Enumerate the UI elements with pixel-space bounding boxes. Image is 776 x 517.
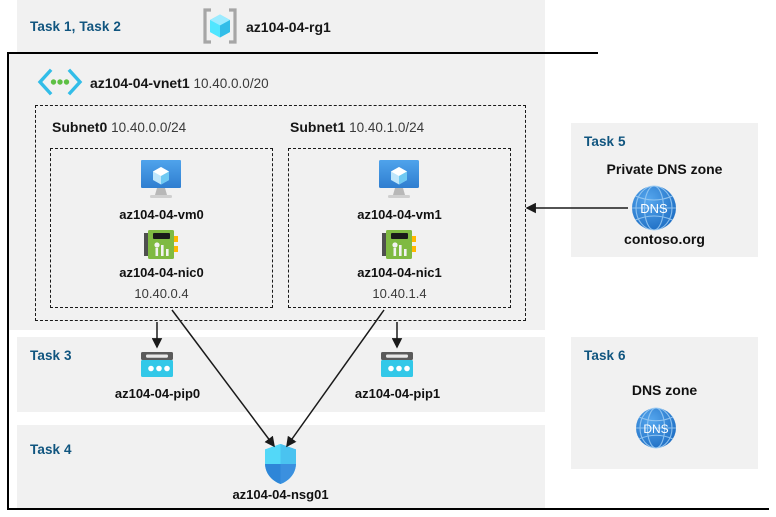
subnet0-header: Subnet0 10.40.0.0/24 bbox=[52, 119, 186, 137]
public-ip-address-icon bbox=[139, 350, 175, 380]
network-interface-icon bbox=[142, 228, 180, 261]
outer-frame-bottom bbox=[7, 508, 769, 510]
dns-zone-icon: DNS bbox=[629, 183, 679, 233]
resource-group-name: az104-04-rg1 bbox=[246, 19, 331, 35]
vnet-address-space: 10.40.0.0/20 bbox=[193, 76, 269, 91]
task-label-6: Task 6 bbox=[584, 348, 626, 363]
outer-frame-left bbox=[7, 52, 9, 509]
subnet1-box bbox=[288, 148, 511, 308]
private-dns-name: contoso.org bbox=[624, 231, 705, 247]
virtual-machine-icon bbox=[138, 158, 184, 200]
public-dns-panel bbox=[571, 337, 758, 469]
virtual-machine-icon bbox=[376, 158, 422, 200]
vnet-name: az104-04-vnet1 bbox=[90, 75, 194, 91]
task-label-4: Task 4 bbox=[30, 442, 72, 457]
private-dns-heading: Private DNS zone bbox=[606, 161, 723, 177]
task-label-3: Task 3 bbox=[30, 348, 72, 363]
subnet1-cidr: 10.40.1.0/24 bbox=[349, 120, 425, 135]
nic0-ip: 10.40.0.4 bbox=[134, 286, 189, 301]
resource-group-icon bbox=[200, 6, 240, 46]
nic0-label: az104-04-nic0 bbox=[119, 265, 204, 280]
pip1-label: az104-04-pip1 bbox=[354, 386, 441, 401]
task-label-5: Task 5 bbox=[584, 134, 626, 149]
dns-icon-text: DNS bbox=[643, 422, 668, 436]
nic1-ip: 10.40.1.4 bbox=[372, 286, 427, 301]
dns-icon-text: DNS bbox=[640, 201, 668, 216]
subnet0-cidr: 10.40.0.0/24 bbox=[111, 120, 187, 135]
network-interface-icon bbox=[380, 228, 418, 261]
public-dns-heading: DNS zone bbox=[631, 382, 698, 398]
virtual-network-icon bbox=[36, 68, 84, 96]
subnet0-name: Subnet0 bbox=[52, 119, 112, 135]
network-security-group-icon bbox=[263, 443, 298, 485]
pip0-label: az104-04-pip0 bbox=[114, 386, 201, 401]
public-ip-panel bbox=[17, 337, 545, 412]
subnet1-header: Subnet1 10.40.1.0/24 bbox=[290, 119, 424, 137]
resource-group-header-panel bbox=[17, 0, 545, 52]
nsg-label: az104-04-nsg01 bbox=[232, 487, 329, 502]
vm0-label: az104-04-vm0 bbox=[119, 207, 204, 222]
vnet-panel bbox=[9, 54, 545, 330]
subnet0-box bbox=[50, 148, 273, 308]
public-ip-address-icon bbox=[379, 350, 415, 380]
vm1-label: az104-04-vm1 bbox=[357, 207, 442, 222]
nic1-label: az104-04-nic1 bbox=[357, 265, 442, 280]
outer-frame-top bbox=[7, 52, 598, 54]
subnet1-name: Subnet1 bbox=[290, 119, 350, 135]
dns-zone-icon: DNS bbox=[633, 405, 679, 451]
task-label-1-2: Task 1, Task 2 bbox=[30, 19, 121, 34]
vnet-header: az104-04-vnet1 10.40.0.0/20 bbox=[90, 75, 269, 93]
